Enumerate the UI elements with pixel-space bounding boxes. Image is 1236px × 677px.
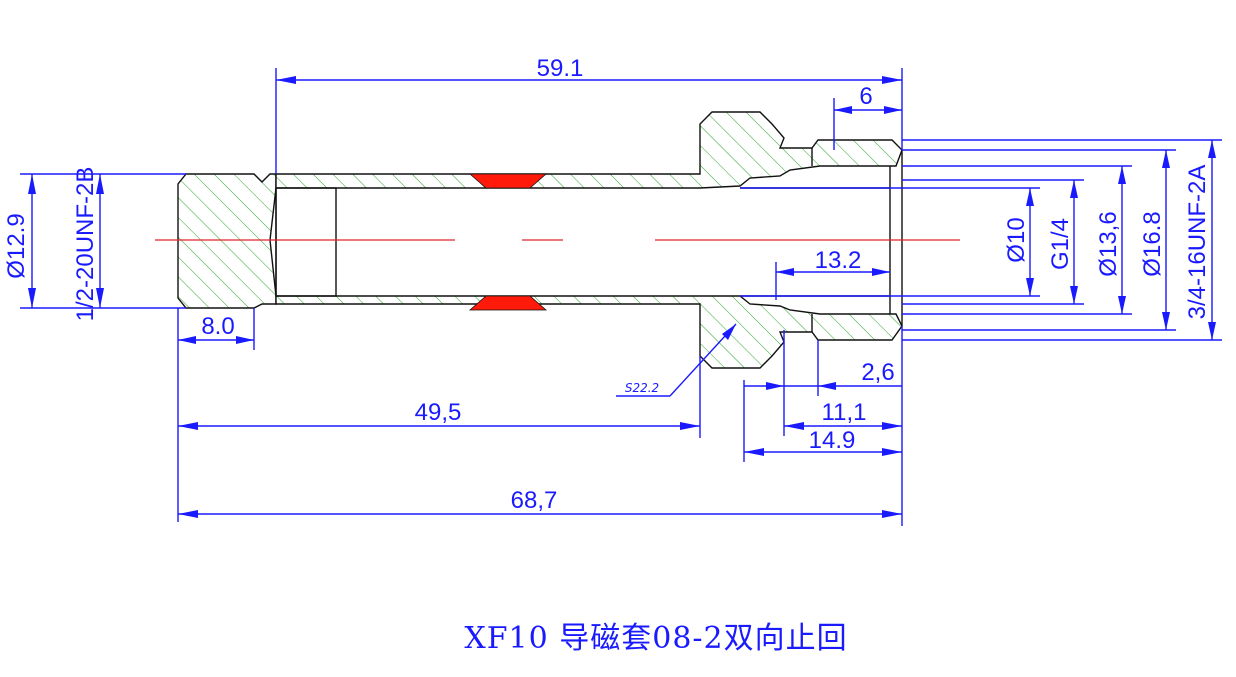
hex-callout: S22.2 [616,323,737,397]
dim-49-5: 49,5 [178,356,701,438]
dim-text-13-2: 13.2 [815,247,862,274]
lower-seal [468,295,548,311]
dim-2-6: 2,6 [744,340,902,396]
left-plug-section [177,173,277,309]
dim-text-thread-right: 3/4-16UNF-2A [1184,165,1211,320]
part-outline [177,111,903,369]
upper-seal [468,173,548,189]
dim-text-68-7: 68,7 [511,487,558,514]
dim-text-dia-13-6: Ø13,6 [1095,211,1122,276]
dim-14-9: 14.9 [743,380,902,462]
dim-text-dia-16-8: Ø16.8 [1139,211,1166,276]
dim-text-g-1-4: G1/4 [1047,218,1074,270]
dim-13-2: 13.2 [775,247,890,300]
dim-text-14-9: 14.9 [809,427,856,454]
dim-6: 6 [833,83,902,150]
dim-text-dia-10: Ø10 [1003,217,1030,262]
dim-text-dia-12-9: Ø12.9 [3,213,30,278]
dim-text-11-1: 11,1 [822,399,867,426]
dim-left-dia: Ø12.9 1/2-20UNF-2B [3,167,186,322]
lower-wall-section [275,295,903,369]
upper-wall-section [275,111,903,189]
dim-text-hex: S22.2 [625,381,659,395]
dim-text-thread-left: 1/2-20UNF-2B [72,167,99,322]
dim-right-dias: Ø10 G1/4 Ø13,6 Ø16.8 3/4-16UNF-2A [740,139,1222,341]
dim-text-49-5: 49,5 [415,399,462,426]
dim-text-2-6: 2,6 [861,359,894,386]
dim-text-6: 6 [859,83,872,110]
dim-8-0: 8.0 [177,308,255,522]
dim-text-8-0: 8.0 [201,313,234,340]
counterbore [275,187,337,297]
dim-text-59-1: 59.1 [537,55,584,82]
dim-59-1: 59.1 [275,55,903,174]
dim-11-1: 11,1 [783,330,902,436]
drawing-title: XF10 导磁套08-2双向止回 [464,621,847,656]
